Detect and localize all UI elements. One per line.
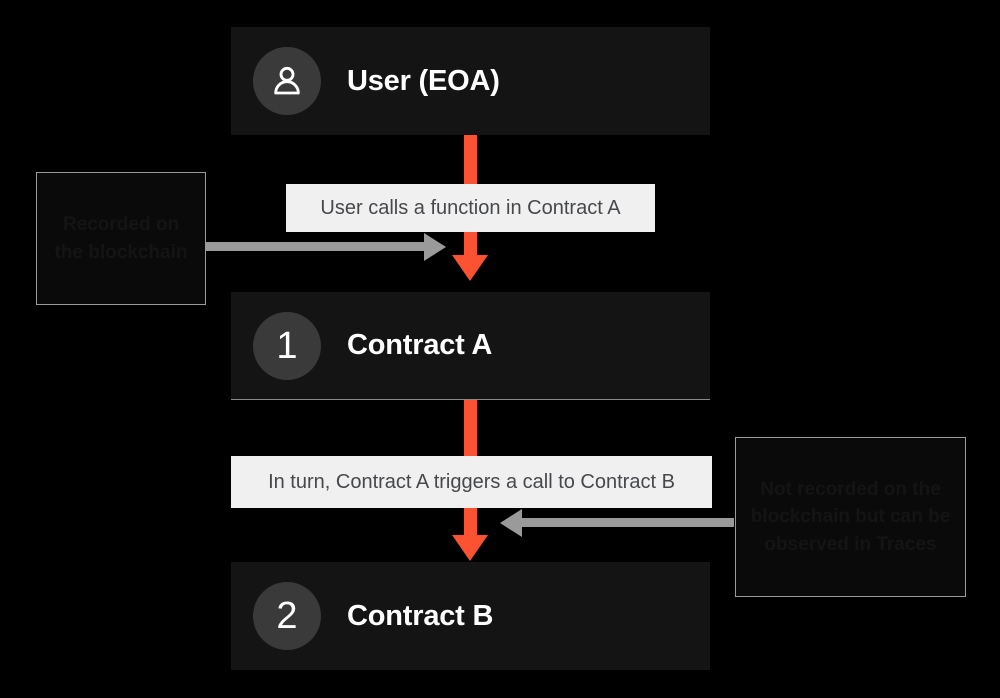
node-contract-a[interactable]: 1 Contract A xyxy=(231,292,710,400)
step-number-badge: 1 xyxy=(253,311,321,380)
note-pointer-right-arrowhead xyxy=(500,508,522,537)
note-not-recorded-on-blockchain-text: Not recorded on the blockchain but can b… xyxy=(750,478,951,555)
connector-contract-a-to-contract-b-arrowhead xyxy=(452,535,488,561)
note-recorded-on-blockchain-text: Recorded on the blockchain xyxy=(54,213,188,263)
note-pointer-left-shaft xyxy=(206,242,426,251)
step-number-badge: 2 xyxy=(253,582,321,650)
node-contract-b-label: Contract B xyxy=(347,599,494,632)
note-not-recorded-on-blockchain: Not recorded on the blockchain but can b… xyxy=(735,437,966,597)
node-user-eoa-label: User (EOA) xyxy=(347,64,500,97)
edge-label-contract-a-to-contract-b: In turn, Contract A triggers a call to C… xyxy=(231,456,712,508)
edge-label-user-to-contract-a: User calls a function in Contract A xyxy=(286,184,655,232)
note-pointer-right-shaft xyxy=(522,518,734,527)
note-pointer-left-arrowhead xyxy=(424,232,446,261)
node-user-eoa[interactable]: User (EOA) xyxy=(231,27,710,135)
connector-user-to-contract-a-arrowhead xyxy=(452,255,488,281)
node-contract-a-label: Contract A xyxy=(347,329,493,361)
note-recorded-on-blockchain: Recorded on the blockchain xyxy=(36,172,206,305)
node-contract-b[interactable]: 2 Contract B xyxy=(231,562,710,670)
person-icon xyxy=(253,47,321,115)
